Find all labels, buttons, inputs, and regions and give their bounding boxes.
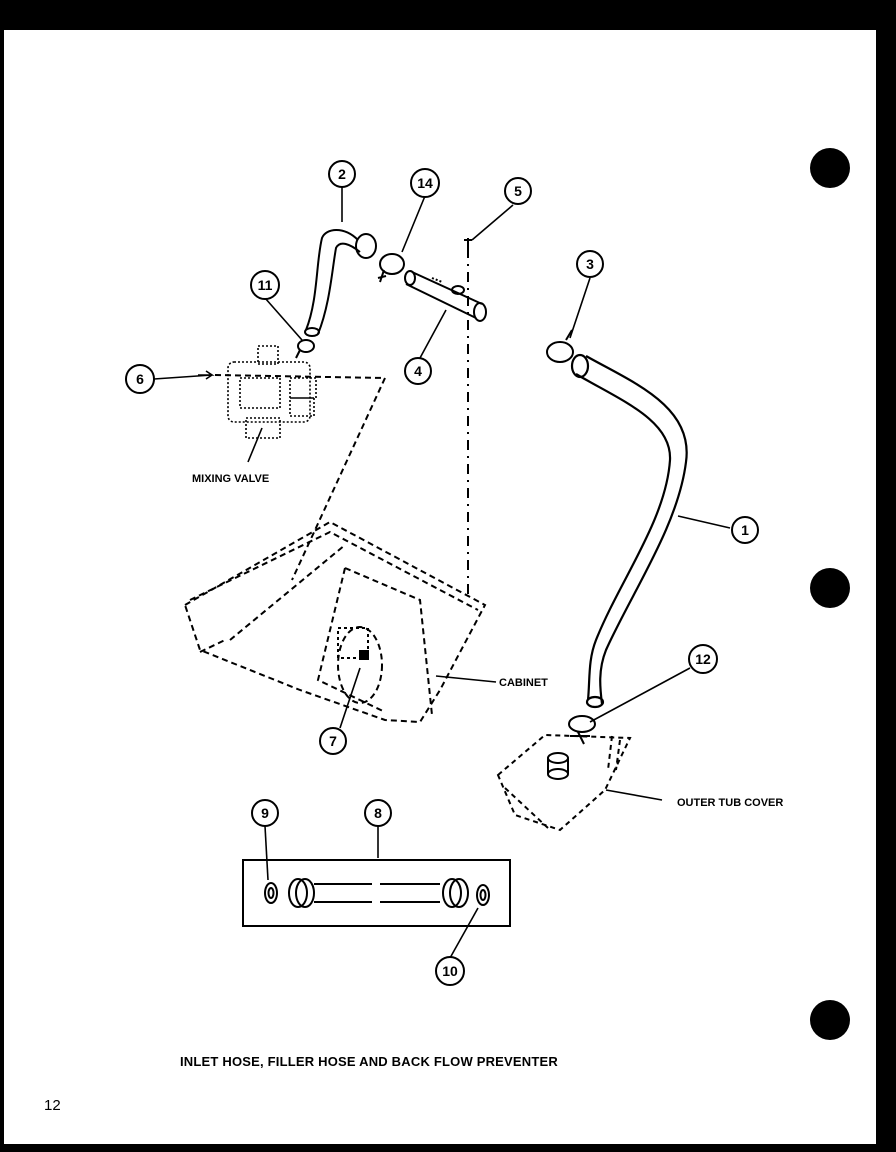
part-12-clamp: [568, 715, 596, 745]
svg-text:8: 8: [374, 805, 382, 821]
callout-8: 8: [364, 799, 392, 827]
binder-hole-top: [810, 148, 850, 188]
svg-text:1: 1: [741, 522, 749, 538]
svg-text:4: 4: [414, 363, 422, 379]
outer-tub-cover-part: [496, 733, 632, 832]
binder-hole-middle: [810, 568, 850, 608]
callout-9: 9: [251, 799, 279, 827]
callout-11: 11: [250, 270, 280, 300]
svg-text:10: 10: [442, 963, 458, 979]
callout-7: 7: [319, 727, 347, 755]
part-3-clamp: [546, 329, 574, 363]
callout-6: 6: [125, 364, 155, 394]
svg-text:11: 11: [258, 277, 273, 293]
cabinet-label: CABINET: [499, 677, 548, 689]
svg-text:14: 14: [417, 175, 433, 191]
part-9-washer: [264, 882, 278, 904]
outer-tub-cover-label: OUTER TUB COVER: [677, 797, 783, 809]
part-2-hose: [304, 229, 377, 337]
callout-14: 14: [410, 168, 440, 198]
mixing-valve-part: [227, 345, 317, 439]
part-8-inlet-hose: [288, 878, 469, 908]
part-1-hose: [570, 353, 688, 709]
part-5-screw: [464, 238, 472, 252]
mixing-valve-label: MIXING VALVE: [192, 473, 269, 485]
callout-5: 5: [504, 177, 532, 205]
svg-text:9: 9: [261, 805, 269, 821]
part-11-clamp: [295, 339, 315, 359]
svg-text:2: 2: [338, 166, 346, 182]
callout-10: 10: [435, 956, 465, 986]
callout-1: 1: [731, 516, 759, 544]
diagram-caption: INLET HOSE, FILLER HOSE AND BACK FLOW PR…: [180, 1054, 558, 1069]
part-14-clamp: [377, 253, 405, 283]
svg-text:7: 7: [329, 733, 337, 749]
paper-sheet: [4, 30, 876, 1144]
binder-hole-bottom: [810, 1000, 850, 1040]
svg-text:5: 5: [514, 183, 522, 199]
part-4-tube: [404, 270, 487, 322]
svg-text:3: 3: [586, 256, 594, 272]
cabinet-part: [183, 374, 487, 724]
callout-2: 2: [328, 160, 356, 188]
svg-text:6: 6: [136, 371, 144, 387]
svg-text:12: 12: [695, 651, 711, 667]
leader-lines: [153, 187, 731, 959]
part-10-washer: [476, 884, 490, 906]
page-number: 12: [44, 1097, 61, 1114]
callout-12: 12: [688, 644, 718, 674]
arrow-head-6: [198, 370, 215, 380]
callout-4: 4: [404, 357, 432, 385]
callout-3: 3: [576, 250, 604, 278]
part-7-fitting: [359, 650, 369, 660]
tub-inlet-nipple: [547, 752, 569, 780]
inlet-hose-inset-box: [242, 859, 511, 927]
